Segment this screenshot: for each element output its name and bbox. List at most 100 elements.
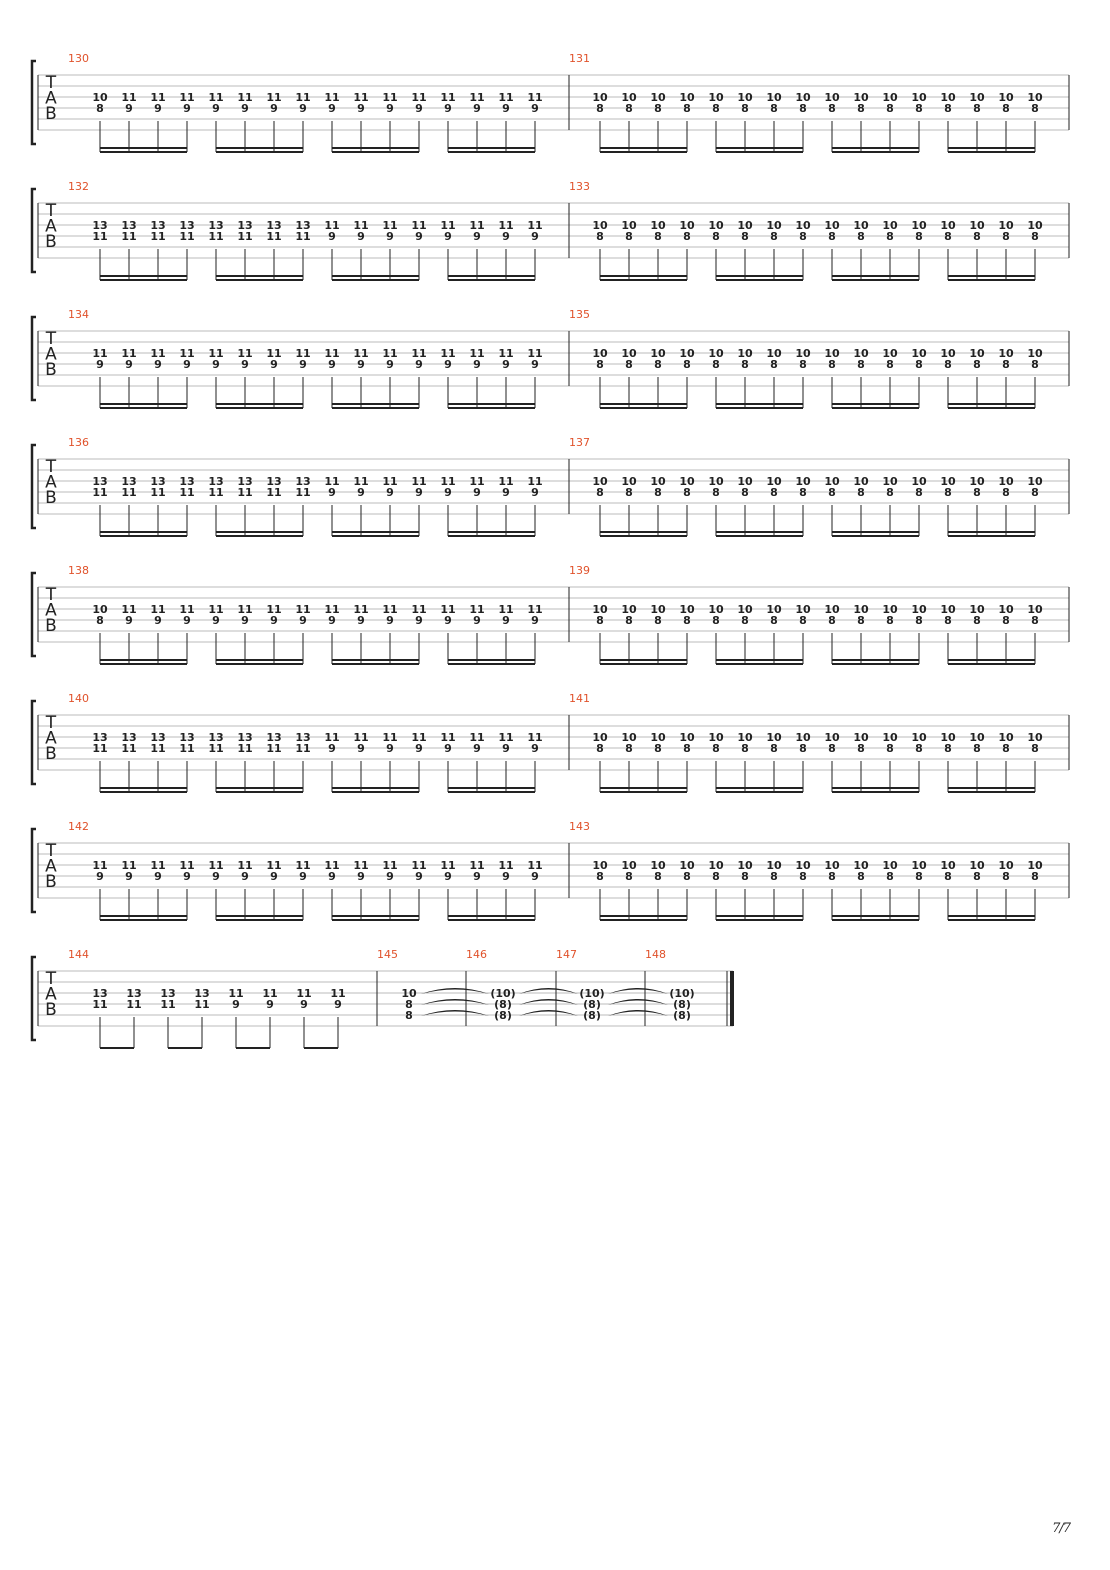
fret-number: 11 [179, 742, 194, 755]
fret-number: 11 [150, 859, 165, 872]
fret-number: 9 [183, 102, 191, 115]
fret-number: 9 [328, 486, 336, 499]
fret-number: 8 [828, 614, 836, 627]
fret-number: 9 [386, 230, 394, 243]
fret-number: 10 [1027, 91, 1043, 104]
fret-number: 10 [621, 91, 637, 104]
fret-number: 11 [527, 603, 542, 616]
fret-number: (8) [494, 998, 512, 1011]
fret-number: 10 [824, 603, 840, 616]
fret-number: 11 [498, 91, 513, 104]
system-bracket [30, 187, 36, 274]
fret-number: 8 [886, 870, 894, 883]
fret-number: 10 [708, 219, 724, 232]
fret-number: 9 [212, 102, 220, 115]
fret-number: 9 [415, 486, 423, 499]
fret-number: 10 [940, 347, 956, 360]
fret-number: 9 [125, 102, 133, 115]
fret-number: 11 [266, 230, 281, 243]
fret-number: 9 [154, 102, 162, 115]
fret-number: 8 [915, 102, 923, 115]
measure-number: 135 [569, 308, 590, 321]
fret-number: 8 [915, 742, 923, 755]
fret-number: 9 [386, 870, 394, 883]
fret-number: 9 [415, 230, 423, 243]
fret-number: 8 [886, 102, 894, 115]
fret-number: 10 [650, 347, 666, 360]
fret-number: 8 [828, 486, 836, 499]
fret-number: 8 [1031, 614, 1039, 627]
fret-number: 8 [944, 870, 952, 883]
fret-number: 10 [766, 475, 782, 488]
fret-number: 11 [527, 859, 542, 872]
fret-number: 10 [824, 219, 840, 232]
fret-number: 9 [444, 358, 452, 371]
fret-number: 9 [212, 614, 220, 627]
fret-number: 13 [266, 219, 281, 232]
fret-number: 8 [654, 614, 662, 627]
fret-number: 9 [502, 358, 510, 371]
fret-number: 9 [415, 742, 423, 755]
fret-number: 9 [386, 102, 394, 115]
fret-number: 11 [266, 859, 281, 872]
fret-number: 8 [973, 358, 981, 371]
fret-number: 9 [300, 998, 308, 1011]
tab-system: TAB1441311131113111311119119119119145108… [30, 948, 734, 1049]
fret-number: 11 [150, 230, 165, 243]
fret-number: 10 [998, 91, 1014, 104]
fret-number: 9 [415, 358, 423, 371]
fret-number: 9 [357, 486, 365, 499]
fret-number: 10 [650, 475, 666, 488]
fret-number: 9 [502, 230, 510, 243]
fret-number: 10 [940, 475, 956, 488]
fret-number: 9 [96, 358, 104, 371]
fret-number: 8 [973, 102, 981, 115]
fret-number: 8 [886, 742, 894, 755]
fret-number: 10 [1027, 347, 1043, 360]
fret-number: 11 [469, 731, 484, 744]
measure-number: 140 [68, 692, 89, 705]
tab-clef-letter: A [45, 857, 57, 877]
fret-number: 11 [324, 731, 339, 744]
fret-number: 11 [92, 486, 107, 499]
fret-number: 10 [679, 347, 695, 360]
fret-number: 10 [766, 859, 782, 872]
fret-number: 9 [502, 742, 510, 755]
fret-number: 8 [741, 870, 749, 883]
fret-number: 9 [328, 870, 336, 883]
fret-number: 11 [469, 859, 484, 872]
fret-number: 11 [179, 603, 194, 616]
fret-number: 9 [328, 614, 336, 627]
fret-number: 11 [324, 347, 339, 360]
fret-number: 11 [469, 219, 484, 232]
fret-number: 8 [944, 614, 952, 627]
system-bracket [30, 827, 36, 914]
fret-number: 8 [973, 742, 981, 755]
measure-number: 141 [569, 692, 590, 705]
fret-number: 11 [179, 486, 194, 499]
fret-number: 9 [125, 358, 133, 371]
fret-number: 8 [625, 870, 633, 883]
fret-number: 9 [154, 870, 162, 883]
tie-arc [421, 988, 489, 994]
tab-clef-letter: A [45, 89, 57, 109]
fret-number: 9 [473, 102, 481, 115]
fret-number: 13 [208, 219, 223, 232]
fret-number: 10 [998, 859, 1014, 872]
fret-number: 10 [621, 347, 637, 360]
fret-number: 10 [766, 219, 782, 232]
fret-number: 11 [498, 347, 513, 360]
fret-number: 8 [596, 358, 604, 371]
fret-number: 11 [179, 230, 194, 243]
fret-number: 10 [882, 859, 898, 872]
fret-number: 10 [737, 219, 753, 232]
measure-number: 144 [68, 948, 89, 961]
measure-number: 142 [68, 820, 89, 833]
fret-number: 10 [940, 219, 956, 232]
fret-number: 9 [415, 870, 423, 883]
fret-number: 9 [299, 102, 307, 115]
fret-number: 9 [334, 998, 342, 1011]
measure-number: 136 [68, 436, 89, 449]
fret-number: 8 [712, 358, 720, 371]
tab-clef-letter: T [45, 585, 57, 605]
